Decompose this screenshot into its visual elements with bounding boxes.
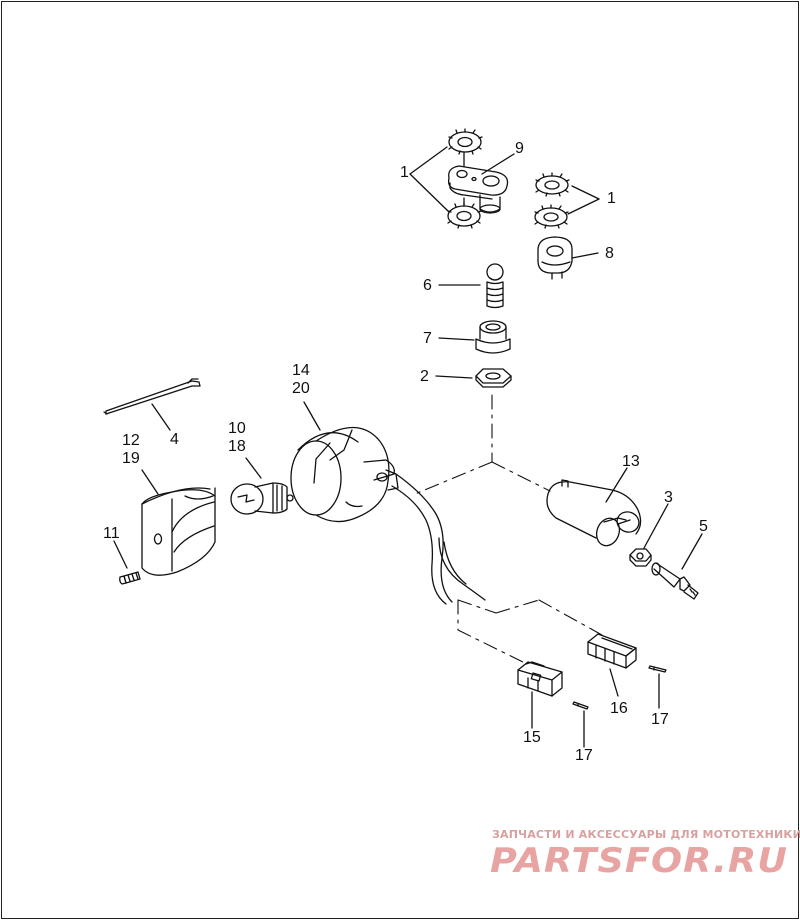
hex-nut-part [475, 368, 512, 388]
bracket-part [447, 151, 509, 214]
bulb-part [230, 482, 294, 515]
callout-11: 11 [103, 525, 120, 542]
callout-6: 6 [423, 277, 432, 294]
callout-7: 7 [423, 330, 432, 347]
callout-5: 5 [699, 518, 708, 535]
cover-part [546, 479, 642, 547]
callout-17-left: 17 [575, 747, 593, 764]
callout-2: 2 [420, 368, 429, 385]
lamp-housing-part [290, 426, 399, 523]
callout-16: 16 [610, 700, 628, 717]
callout-3: 3 [664, 489, 673, 506]
connector-socket-part [587, 633, 637, 669]
cable-tie-part [103, 378, 201, 415]
lock-washer-part [448, 128, 483, 155]
callout-10: 10 [228, 420, 246, 437]
callout-14: 14 [292, 362, 310, 379]
watermark-tagline: ЗАПЧАСТИ И АКСЕССУАРЫ ДЛЯ МОТОТЕХНИКИ [492, 828, 800, 841]
bushing-part [475, 320, 511, 354]
swivel-block-part [537, 236, 573, 280]
callout-4: 4 [170, 431, 179, 448]
callout-20: 20 [292, 380, 310, 397]
callout-1-left: 1 [400, 164, 409, 181]
terminal-part [572, 701, 589, 710]
watermark-logo: PARTSFOR.RU [490, 841, 788, 881]
screw-part [119, 571, 141, 585]
terminal-part [648, 665, 667, 673]
connector-plug-part [517, 661, 563, 697]
callout-15: 15 [523, 729, 541, 746]
callout-18: 18 [228, 438, 246, 455]
lamp-wires [391, 473, 486, 605]
ball-stud-part [486, 263, 504, 309]
lock-washer-part [534, 204, 569, 229]
mounting-cup-part [141, 487, 216, 576]
callout-1-right: 1 [607, 190, 616, 207]
callout-12: 12 [122, 432, 140, 449]
leader-lines [113, 146, 703, 748]
callout-13: 13 [622, 453, 640, 470]
callout-19: 19 [122, 450, 140, 467]
small-nut-part [629, 548, 652, 567]
bolt-part [651, 562, 699, 600]
assembly-centerlines [414, 394, 603, 665]
callout-17-right: 17 [651, 711, 669, 728]
svg-text:PARTSFOR.RU: PARTSFOR.RU [490, 841, 788, 881]
lock-washer-part [447, 202, 482, 229]
lock-washer-part [535, 172, 570, 197]
callout-9: 9 [515, 140, 524, 157]
callout-8: 8 [605, 245, 614, 262]
